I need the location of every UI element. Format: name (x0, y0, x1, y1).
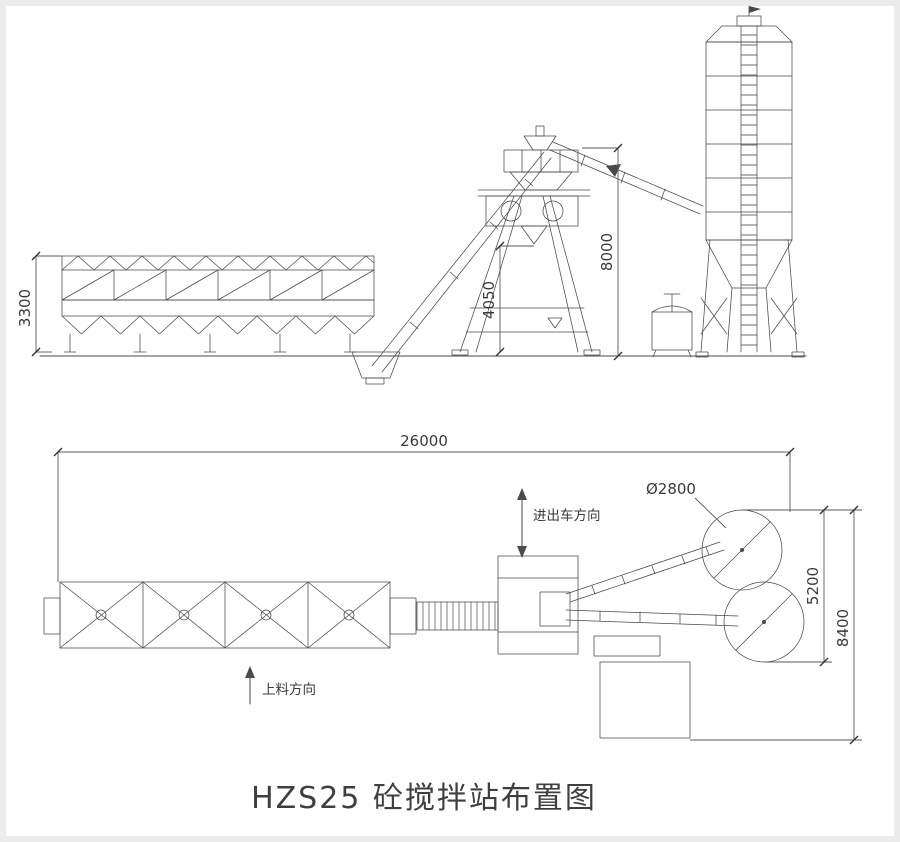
screw-conveyor-elevation (549, 141, 704, 215)
silos-plan (701, 509, 805, 663)
flow-arrow (606, 164, 621, 177)
dim-8400: 8400 (690, 505, 862, 745)
mixer-plan (497, 555, 579, 655)
drawing-title: HZS25 砼搅拌站布置图 (251, 781, 597, 816)
dim-8000-label: 8000 (598, 233, 616, 271)
dim-26000: 26000 (53, 432, 795, 582)
bucket-elevator-ladder (741, 28, 757, 350)
dim-phi2800-label: Ø2800 (646, 480, 696, 498)
mixer-inlet (535, 125, 545, 137)
pit-hopper (351, 351, 401, 379)
cement-silo-elevation (695, 5, 805, 358)
dim-3300-label: 3300 (16, 289, 34, 327)
grate-strip (593, 635, 661, 657)
plan-view: 26000 (43, 432, 862, 745)
vehicle-direction-label: 进出车方向 (533, 507, 601, 524)
foundation-outline (599, 661, 691, 739)
dim-8000: 8000 (582, 143, 623, 361)
vehicle-direction: 进出车方向 (517, 488, 601, 558)
vent-flag (749, 6, 761, 13)
feeding-direction-label: 上料方向 (262, 682, 316, 698)
skip-hoist (351, 151, 552, 385)
discharge-cone (520, 225, 548, 245)
batcher-end-box (43, 597, 61, 635)
dim-phi2800: Ø2800 (646, 480, 727, 529)
mixer-body (485, 195, 579, 227)
level-mark (547, 317, 563, 329)
dim-5200-label: 5200 (804, 567, 822, 605)
dim-26000-label: 26000 (400, 432, 448, 450)
feeding-direction: 上料方向 (245, 666, 316, 705)
mixer-shaft-left (500, 200, 522, 222)
elevator-head (736, 15, 762, 27)
transfer-belt-plan (389, 597, 499, 635)
dim-4050-label: 4050 (480, 281, 498, 319)
mixer-assembly (451, 125, 601, 356)
dim-4050: 4050 (480, 241, 534, 357)
mixer-shaft-right (542, 200, 564, 222)
arrow-down-icon (517, 546, 527, 558)
elevation-view: 3300 4050 8000 (16, 5, 807, 385)
aggregate-batcher-elevation (61, 255, 375, 353)
arrow-up-icon (517, 488, 527, 500)
screw-conveyors-plan (565, 541, 739, 627)
dim-5200: 5200 (742, 505, 862, 667)
water-tank (651, 293, 693, 358)
dim-8400-label: 8400 (834, 609, 852, 647)
arrow-up-icon (245, 666, 255, 678)
dim-3300: 3300 (16, 251, 62, 357)
aggregate-batcher-plan (43, 581, 391, 649)
